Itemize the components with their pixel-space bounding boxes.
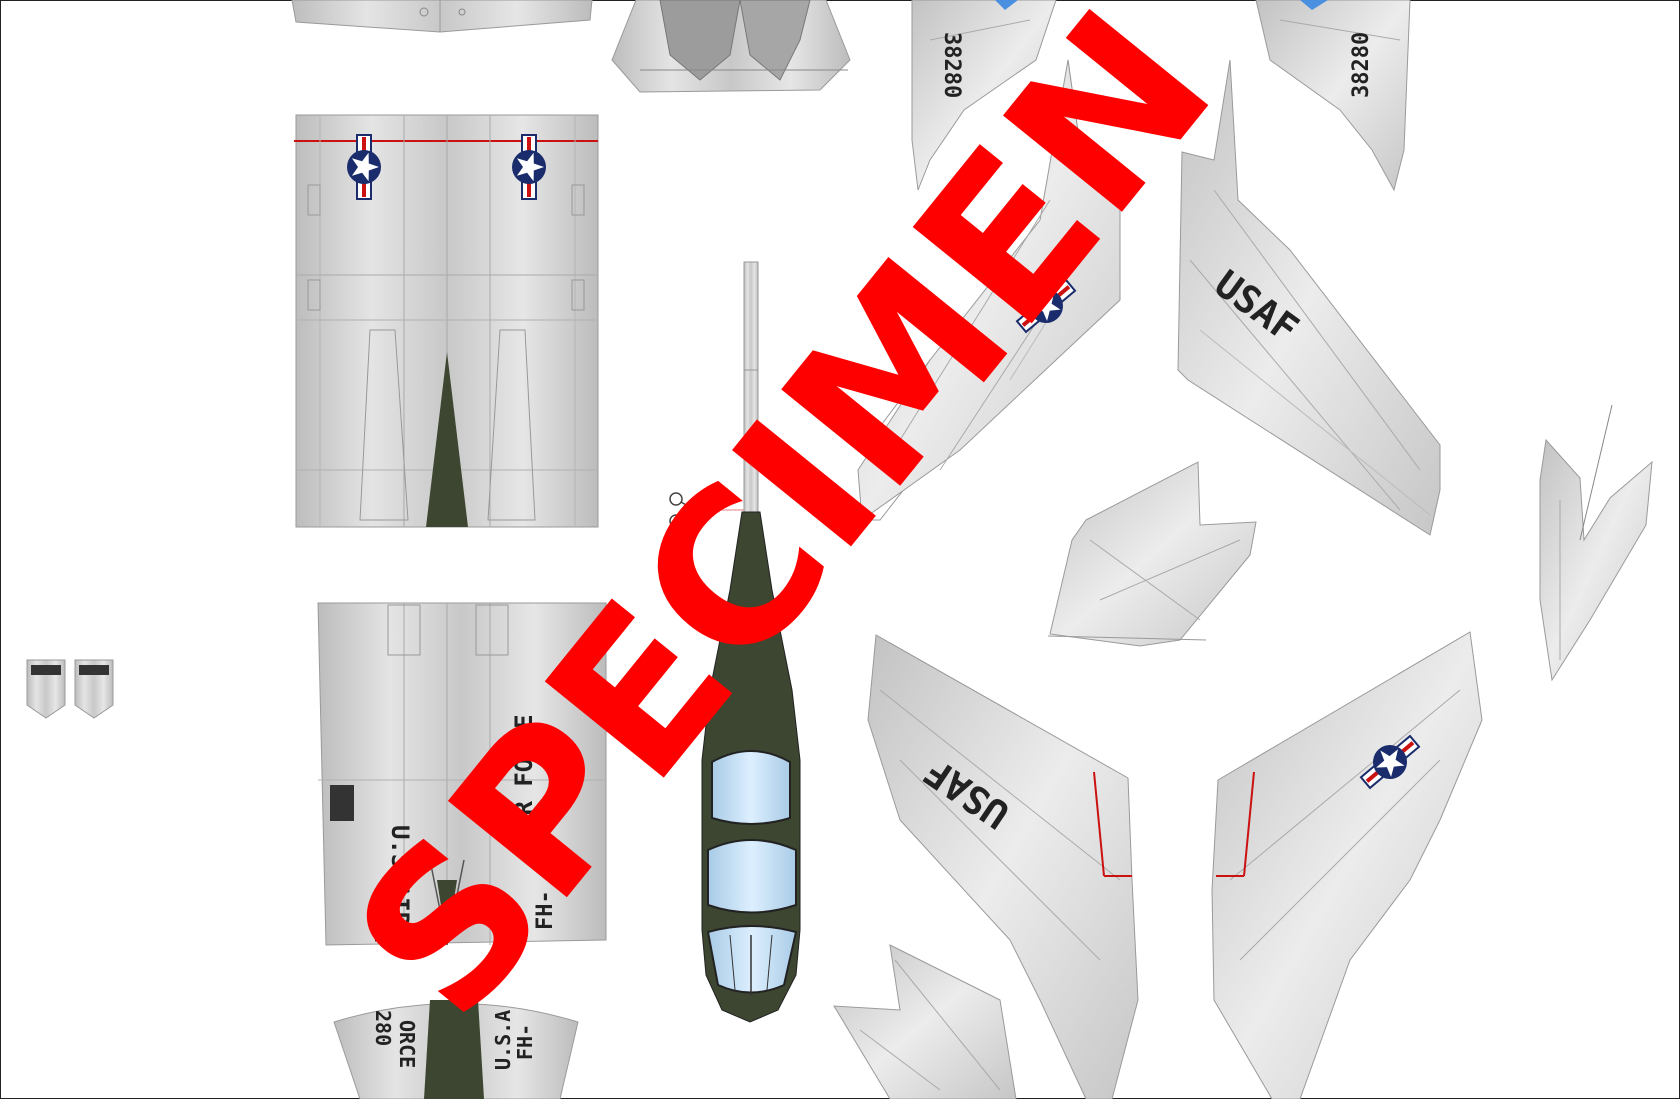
nose-marking-1: ORCE — [395, 1020, 419, 1068]
nose-fan-piece: ORCE 280 U.S.A FH- — [333, 1000, 579, 1099]
vertical-tail-left: 38280 — [911, 0, 1057, 191]
top-fuselage-piece — [291, 0, 593, 33]
nose-marking-2: 280 — [371, 1010, 395, 1046]
lower-fuselage-panel: U.S.AIR F FH- IR FORCE FH- — [317, 602, 607, 955]
fuselage-buzz-code-right: FH- — [533, 890, 558, 930]
fuselage-buzz-code-left: FH- — [364, 905, 389, 945]
stabilizer-bottom — [833, 944, 1017, 1099]
wing-upper-left — [857, 59, 1121, 521]
tail-serial-right: 38280 — [1349, 32, 1374, 98]
scissors-icon — [669, 492, 750, 528]
fuselage-marking-2: IR FORCE — [510, 714, 538, 830]
nose-marking-3: U.S.A — [491, 1010, 515, 1070]
vertical-tail-right: 38280 — [1255, 0, 1411, 192]
tail-serial-left: 38280 — [939, 32, 964, 98]
upper-fuselage-panel — [294, 114, 599, 528]
fuselage-marking-1: U.S.AIR F — [386, 825, 414, 955]
wing-upper-right: USAF — [1177, 59, 1441, 536]
exhaust-cone-piece — [611, 0, 851, 93]
wing-lower-left: USAF — [867, 634, 1139, 1099]
nose-canopy-piece — [701, 261, 801, 1023]
nose-marking-4: FH- — [513, 1024, 537, 1060]
intake-tab-pair — [26, 659, 114, 719]
wing-lower-right — [1211, 631, 1483, 1099]
rudder-right-edge — [1539, 404, 1653, 682]
stabilizer-middle — [1047, 461, 1257, 647]
